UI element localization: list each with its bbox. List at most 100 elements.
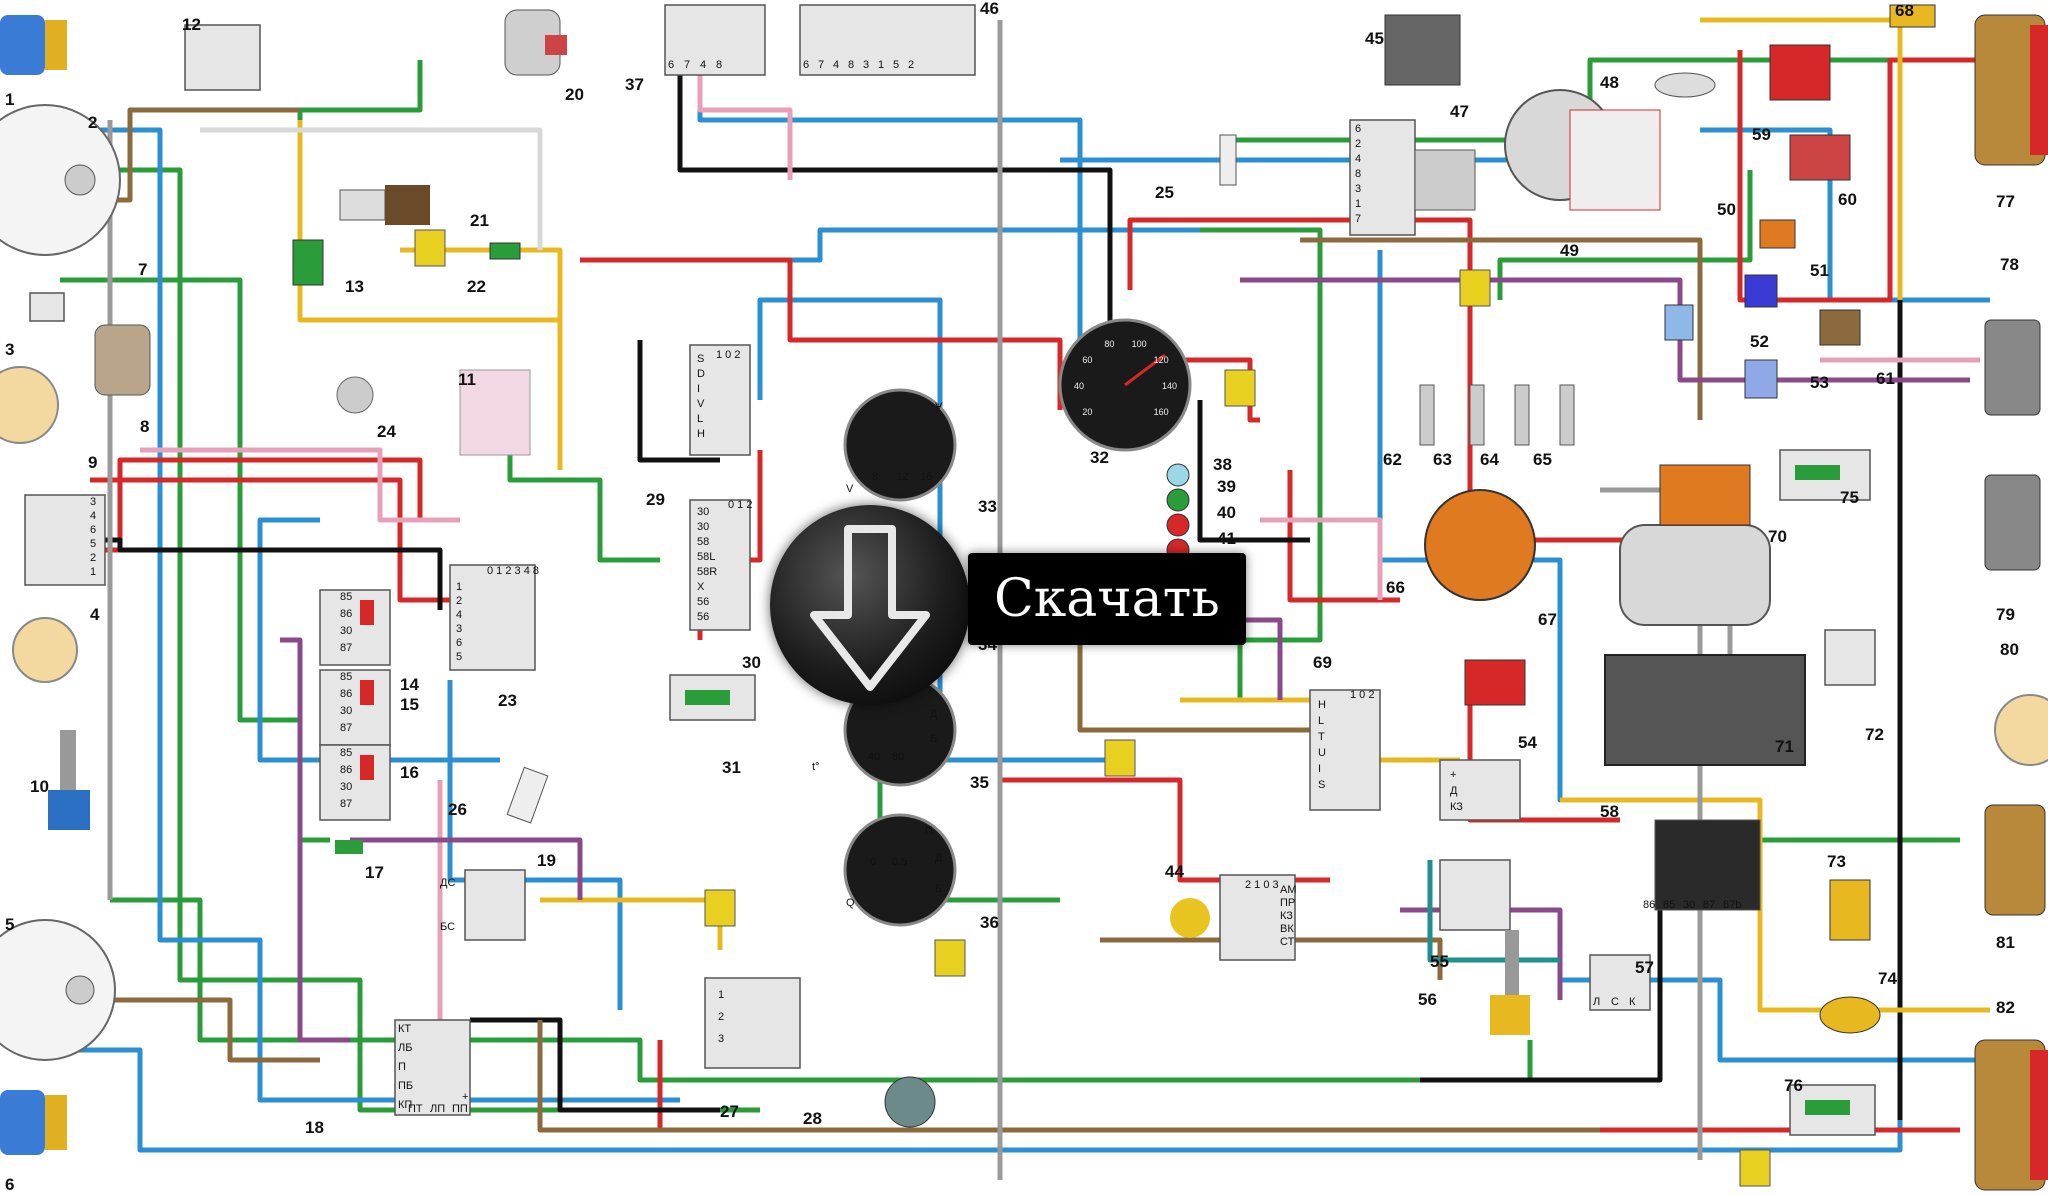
pin-label-switch-30-header: 0 1 2: [728, 499, 752, 511]
connector-28: [884, 1076, 936, 1128]
pin-label-switch-29: H: [697, 428, 705, 440]
pin-label-switch-69: L: [1318, 715, 1324, 727]
pin-label-switch-29: V: [697, 398, 705, 410]
pin-label-gauge-35-b: Б: [930, 733, 937, 745]
connector-block: [1739, 1149, 1771, 1187]
pin-label-gauge-35-d: Д: [930, 708, 938, 720]
component-number-10: 10: [30, 777, 49, 796]
component-number-35: 35: [970, 773, 989, 792]
pin-label-relay-14: 30: [340, 625, 352, 637]
wire-black: [637, 340, 720, 463]
pin-label-gauge-36-p: П: [925, 825, 933, 837]
motor-20: [504, 9, 567, 76]
pin-label-relay-37: 4: [700, 59, 706, 71]
pin-label-switch-29: S: [697, 353, 704, 365]
solenoid-60: [1789, 134, 1851, 181]
wire-blue: [40, 1047, 1903, 1153]
component-number-28: 28: [803, 1109, 822, 1128]
pin-label-relay-37: 6: [668, 59, 674, 71]
pin-label-unit-18-left: КП: [398, 1099, 412, 1111]
component-number-68: 68: [1895, 1, 1914, 20]
pin-label-relay-46: 7: [818, 59, 824, 71]
pin-label-switch-30: 58R: [697, 566, 717, 578]
component-number-48: 48: [1600, 73, 1619, 92]
component-number-47: 47: [1450, 102, 1469, 121]
pin-label-relay-58: 87: [1703, 899, 1715, 911]
starter-70: [1619, 464, 1771, 626]
component-number-27: 27: [720, 1102, 739, 1121]
pin-label-gauge-35-scale: 80: [892, 751, 904, 763]
component-number-15: 15: [400, 695, 419, 714]
component-number-8: 8: [140, 417, 149, 436]
download-button[interactable]: [770, 505, 970, 705]
wire-yellow: [540, 897, 723, 950]
pin-label-relay-15: 87: [340, 722, 352, 734]
pin-label-relay-58: 30: [1683, 899, 1695, 911]
horn-8: [94, 324, 151, 396]
download-overlay[interactable]: Скачать: [770, 505, 1260, 715]
pin-label-switch-23: 4: [456, 609, 462, 621]
pin-label-relay-37: 8: [716, 59, 722, 71]
pin-label-gauge-33-mark: V: [935, 401, 943, 413]
wire-red: [1287, 470, 1400, 603]
component-number-78: 78: [2000, 255, 2019, 274]
pin-label-switch-47: 7: [1355, 213, 1361, 225]
pin-label-ignition-44: ВК: [1280, 923, 1294, 935]
relay-58: [1654, 819, 1761, 911]
pin-label-switch-69: I: [1318, 763, 1321, 775]
pin-label-unit-27: 1: [718, 989, 724, 1001]
wire-red: [1127, 217, 1660, 543]
indicator-38: [1166, 463, 1190, 487]
wire-blue: [1700, 127, 1990, 303]
pin-label-ignition-44-header: 2 1 0 3: [1245, 879, 1279, 891]
switch-19: [464, 869, 526, 941]
battery-71: [1604, 654, 1806, 766]
pin-label-relay-37: 7: [684, 59, 690, 71]
component-number-17: 17: [365, 863, 384, 882]
component-number-44: 44: [1165, 862, 1184, 881]
coil-67: [1464, 659, 1526, 706]
pin-label-unit-18-left: П: [398, 1061, 406, 1073]
connector-block: [1104, 739, 1136, 777]
wire-brown: [90, 997, 320, 1063]
wiper-switch-11: [459, 369, 531, 456]
wire-red: [1737, 50, 1990, 303]
pin-label-switch-69-header: 1 0 2: [1350, 689, 1374, 701]
pin-label-relay-46: 1: [878, 59, 884, 71]
headlamp-2: [0, 104, 121, 256]
lamp-78: [1984, 319, 2041, 416]
component-number-16: 16: [400, 763, 419, 782]
pin-label-relay-16: 30: [340, 781, 352, 793]
pin-label-relay-15: 85: [340, 671, 352, 683]
wire-brown: [1100, 937, 1443, 980]
starter-relay-59: [1769, 44, 1831, 101]
component-number-29: 29: [646, 490, 665, 509]
pin-label-relay-58: 87b: [1723, 899, 1741, 911]
pin-label-relay-15: 86: [340, 688, 352, 700]
pin-label-relay-57: С: [1611, 996, 1619, 1008]
connector-block: [934, 939, 966, 977]
wire-brown: [537, 1020, 1600, 1133]
wire-black: [677, 60, 1113, 440]
pin-label-unit-27: 2: [718, 1011, 724, 1023]
sensor-53: [1744, 359, 1778, 399]
component-number-71: 71: [1775, 737, 1794, 756]
component-number-67: 67: [1538, 610, 1557, 629]
component-number-33: 33: [978, 497, 997, 516]
sensor-51: [1744, 274, 1778, 308]
switch-72: [1824, 629, 1876, 686]
component-number-55: 55: [1430, 952, 1449, 971]
component-number-56: 56: [1418, 990, 1437, 1009]
wire-purple: [280, 637, 350, 1043]
pin-label-switch-23: 1: [456, 581, 462, 593]
component-number-49: 49: [1560, 241, 1579, 260]
pin-label-unit-18-left: КТ: [398, 1023, 411, 1035]
component-number-76: 76: [1784, 1076, 1803, 1095]
switch-69: [1309, 689, 1381, 811]
pin-label-gauge-36-scale: 0.5: [892, 856, 907, 868]
download-label[interactable]: Скачать: [968, 553, 1246, 645]
pin-label-relay-15: 30: [340, 705, 352, 717]
pin-label-switch-69: U: [1318, 747, 1326, 759]
resistor-45: [1384, 14, 1461, 86]
